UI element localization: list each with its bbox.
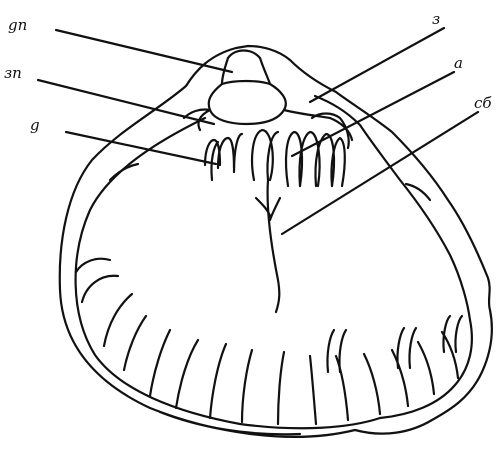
canal-pair (397, 328, 416, 368)
delthyrial-plate (209, 81, 286, 124)
loop (211, 142, 218, 180)
canal (150, 330, 170, 396)
beak-cap (228, 51, 260, 59)
canal (392, 350, 408, 406)
leader-z (310, 28, 444, 102)
canal (82, 276, 118, 302)
canal (418, 342, 434, 394)
loop (234, 134, 242, 172)
leader-gn (56, 30, 232, 72)
canal (242, 350, 252, 422)
canal-pair (443, 316, 462, 352)
label-z: з (432, 12, 440, 27)
label-a: a (454, 56, 463, 71)
median-septum (268, 180, 280, 312)
canal (364, 354, 380, 414)
canal (76, 259, 110, 272)
canal-pair (327, 330, 346, 372)
shell-outline (60, 46, 492, 437)
canal (210, 344, 226, 418)
leader-g (66, 132, 216, 164)
canal (310, 356, 316, 424)
canal (124, 316, 146, 370)
label-gn: gn (8, 18, 27, 33)
canal (176, 340, 198, 408)
label-sb: cб (474, 96, 492, 111)
leader-sb (282, 112, 478, 234)
canal (104, 294, 132, 346)
canal (336, 356, 348, 420)
label-g: g (30, 118, 40, 133)
canal (278, 352, 284, 424)
leader-zn (38, 80, 214, 124)
loop (252, 130, 273, 180)
label-zn: зn (4, 66, 22, 81)
